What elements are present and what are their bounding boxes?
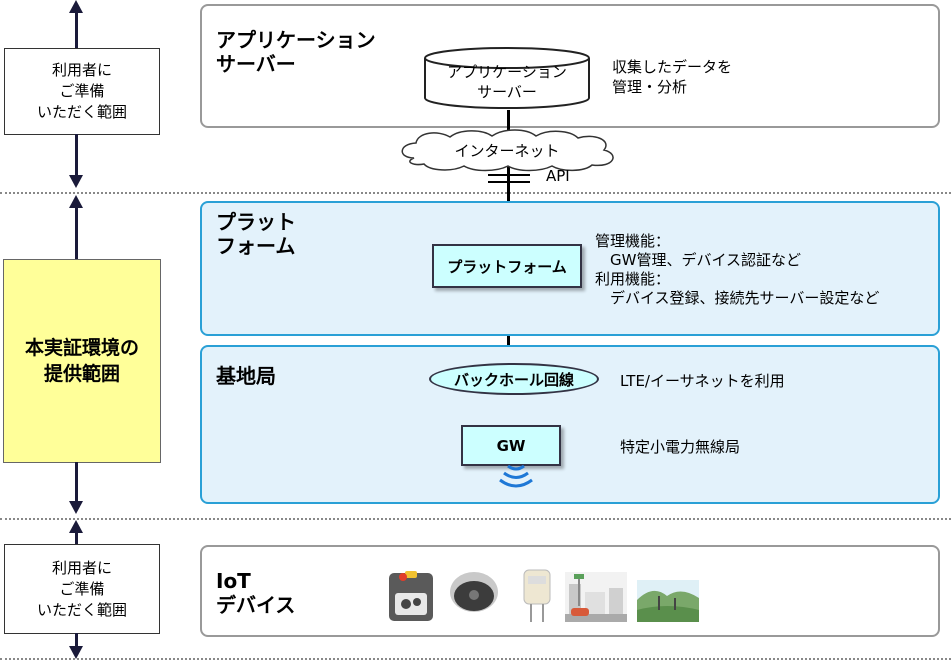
scope-arrow-up-icon	[69, 520, 83, 533]
app-server-description: 収集したデータを 管理・分析	[612, 58, 733, 96]
api-label: API	[546, 167, 570, 185]
database-cylinder-icon	[424, 47, 590, 109]
scope-line	[75, 12, 78, 48]
user-prepared-scope-bottom: 利用者に ご準備 いただく範囲	[4, 544, 160, 634]
platform-description: 管理機能： GW管理、デバイス認証など 利用機能： デバイス登録、接続先サーバー…	[595, 232, 880, 307]
api-interface-mark	[488, 174, 530, 176]
button-device-icon	[389, 571, 433, 621]
city-sensor-icon	[565, 572, 627, 622]
scope-line	[75, 134, 78, 176]
backhaul-description: LTE/イーサネットを利用	[620, 372, 785, 390]
backhaul-line-node: バックホール回線	[429, 363, 599, 395]
scope-line	[75, 532, 78, 544]
platform-layer-title: プラット フォーム	[216, 210, 296, 258]
boundary-line-top	[0, 192, 951, 194]
base-station-layer-title: 基地局	[216, 364, 276, 388]
platform-node: プラットフォーム	[432, 244, 582, 288]
meter-sensor-icon	[523, 569, 551, 622]
user-prepared-scope-top: 利用者に ご準備 いただく範囲	[4, 48, 160, 135]
gw-description: 特定小電力無線局	[620, 438, 741, 456]
scope-arrow-up-icon	[69, 0, 83, 13]
scope-line	[75, 633, 78, 647]
scope-arrow-down-icon	[69, 646, 83, 659]
scope-arrow-up-icon	[69, 195, 83, 208]
environment-sensor-icon	[637, 580, 699, 622]
app-server-layer-title: アプリケーション サーバー	[216, 28, 376, 76]
wireless-signal-icon	[499, 464, 533, 488]
boundary-line-end	[0, 658, 951, 660]
gw-node: GW	[461, 425, 561, 466]
provided-scope-box: 本実証環境の 提供範囲	[3, 259, 161, 463]
boundary-line-bottom	[0, 518, 951, 520]
connector-line	[507, 110, 510, 142]
scope-arrow-down-icon	[69, 501, 83, 514]
app-server-node-label: アプリケーション サーバー	[447, 63, 567, 101]
scope-arrow-down-icon	[69, 175, 83, 188]
iot-device-layer-title: IoT デバイス	[216, 569, 296, 617]
internet-label: インターネット	[454, 142, 560, 160]
scope-line	[75, 207, 78, 259]
internet-cloud-icon	[401, 129, 614, 172]
scope-line	[75, 462, 78, 502]
ceiling-sensor-icon	[450, 572, 498, 612]
api-interface-mark	[488, 181, 530, 183]
